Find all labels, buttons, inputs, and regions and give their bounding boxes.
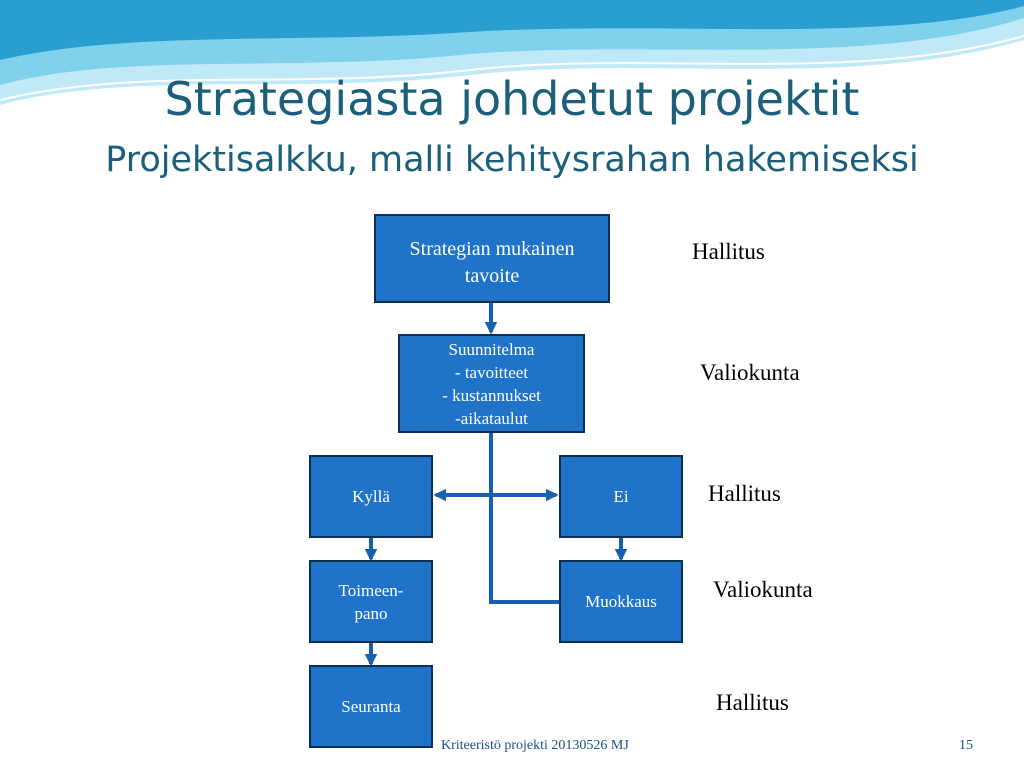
header-wave-decoration [0, 0, 1024, 105]
monitoring-box: Seuranta [309, 665, 433, 748]
implementation-box-line: Toimeen- [338, 580, 404, 600]
footer-text: Kriteeristö projekti 20130526 MJ [441, 738, 629, 753]
plan-box-line: - kustannukset [442, 385, 541, 405]
plan-box: Suunnitelma - tavoitteet - kustannukset … [398, 334, 585, 433]
goal-box-line: Strategian mukainen [409, 238, 575, 260]
role-label-board: Hallitus [692, 239, 765, 264]
wave-highlight-line [0, 35, 1024, 101]
plan-box-line: Suunnitelma [448, 339, 535, 359]
role-label-committee: Valiokunta [713, 577, 813, 602]
plan-box-line: - tavoitteet [454, 362, 529, 382]
monitoring-box-label: Seuranta [341, 696, 401, 716]
implementation-box-line: pano [354, 603, 388, 623]
goal-box: Strategian mukainen tavoite [374, 214, 610, 303]
no-box-label: Ei [613, 486, 629, 506]
revision-box-label: Muokkaus [585, 591, 657, 611]
yes-box-label: Kyllä [352, 486, 390, 506]
plan-box-line: -aikataulut [455, 408, 528, 428]
page-number: 15 [959, 738, 973, 753]
slide-subtitle: Projektisalkku, malli kehitysrahan hakem… [105, 140, 919, 180]
implementation-box: Toimeen- pano [309, 560, 433, 643]
no-box: Ei [559, 455, 683, 538]
slide-title: Strategiasta johdetut projektit [164, 72, 860, 126]
yes-box: Kyllä [309, 455, 433, 538]
wave-band-dark [0, 0, 1024, 60]
role-label-committee: Valiokunta [700, 360, 800, 385]
revision-box: Muokkaus [559, 560, 683, 643]
role-label-board: Hallitus [708, 481, 781, 506]
role-label-board: Hallitus [716, 690, 789, 715]
goal-box-line: tavoite [464, 265, 520, 287]
